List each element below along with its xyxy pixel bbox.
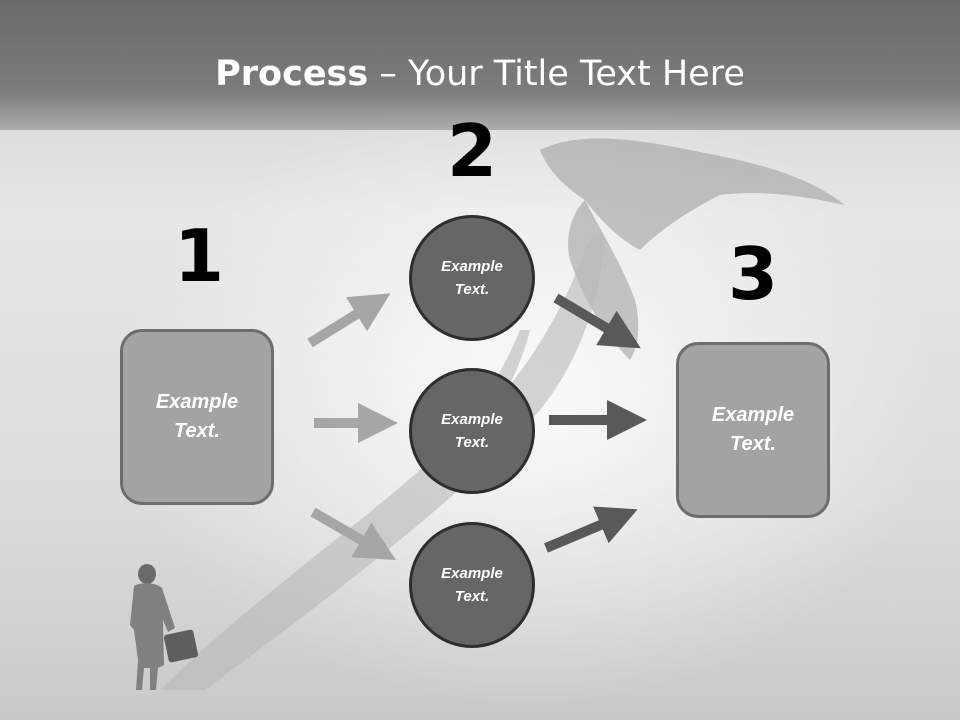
arrow-1-to-top bbox=[307, 293, 391, 348]
arrow-top-to-3 bbox=[553, 293, 641, 349]
step-2-circle-middle[interactable]: Example Text. bbox=[409, 368, 535, 494]
arrow-1-to-bottom bbox=[310, 507, 396, 561]
step-number-2: 2 bbox=[446, 109, 498, 193]
step-1-box[interactable]: Example Text. bbox=[120, 329, 274, 505]
step-3-text: Example Text. bbox=[711, 404, 795, 455]
circle-top-text: Example Text. bbox=[441, 258, 503, 298]
title-band bbox=[0, 0, 960, 130]
circle-bottom-text: Example Text. bbox=[441, 565, 503, 605]
step-number-1: 1 bbox=[173, 214, 225, 298]
arrow-bottom-to-3 bbox=[544, 506, 638, 553]
step-3-box[interactable]: Example Text. bbox=[676, 342, 830, 518]
step-1-text: Example Text. bbox=[155, 391, 239, 442]
circle-middle-text: Example Text. bbox=[441, 411, 503, 451]
step-2-circle-bottom[interactable]: Example Text. bbox=[409, 522, 535, 648]
slide-title: Process – Your Title Text Here bbox=[0, 52, 960, 96]
step-2-circle-top[interactable]: Example Text. bbox=[409, 215, 535, 341]
title-bold: Process bbox=[215, 54, 369, 94]
businessman-icon bbox=[130, 564, 199, 690]
step-number-3: 3 bbox=[727, 232, 779, 316]
title-rest: – Your Title Text Here bbox=[368, 54, 745, 94]
